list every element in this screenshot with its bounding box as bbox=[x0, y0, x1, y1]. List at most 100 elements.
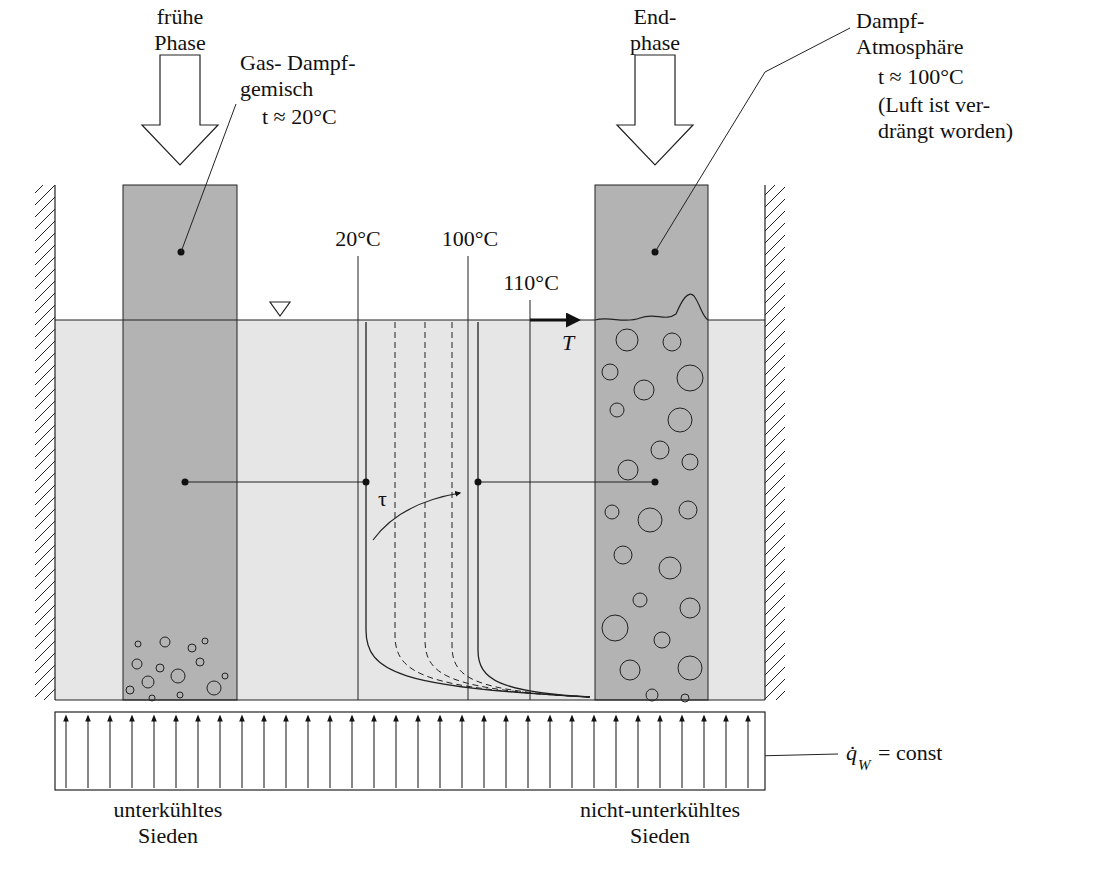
heat-flux-arrow bbox=[176, 718, 177, 788]
heat-flux-arrow bbox=[352, 718, 353, 788]
vapour-bubble bbox=[663, 333, 681, 351]
heat-flux-arrow bbox=[66, 718, 67, 788]
heat-flux-arrow bbox=[110, 718, 111, 788]
regime-label: nicht-unterkühltes Sieden bbox=[560, 797, 760, 849]
temperature-label: 110°C bbox=[486, 270, 576, 296]
heat-flux-arrow bbox=[616, 718, 617, 788]
vapour-bubble bbox=[677, 365, 703, 391]
wall-line bbox=[54, 185, 55, 700]
heat-flux-arrow bbox=[484, 718, 485, 788]
vapour-bubble bbox=[207, 681, 221, 695]
vapour-bubble bbox=[602, 615, 628, 641]
vapour-bubble bbox=[620, 660, 640, 680]
vapour-bubble bbox=[638, 508, 662, 532]
link-line bbox=[185, 481, 366, 482]
temperature-label: 20°C bbox=[318, 226, 398, 252]
phase-title: End- phase bbox=[619, 4, 691, 56]
temperature-profile bbox=[425, 322, 590, 697]
heat-flux-value: = const bbox=[878, 740, 978, 766]
vapour-bubble bbox=[605, 505, 619, 519]
vapour-bubble bbox=[681, 694, 689, 702]
note-text: (Luft ist ver- drängt worden) bbox=[878, 92, 1038, 144]
temperature-profile bbox=[395, 322, 590, 697]
temperature-axis-arrow bbox=[530, 319, 578, 322]
heat-flux-arrow bbox=[682, 718, 683, 788]
heat-flux-arrow bbox=[154, 718, 155, 788]
free-surface bbox=[708, 319, 765, 320]
dot bbox=[652, 479, 659, 486]
dot bbox=[363, 479, 370, 486]
early-phase-column bbox=[123, 185, 237, 700]
leader-line bbox=[181, 104, 236, 252]
vapour-bubble bbox=[616, 329, 638, 351]
temperature-label: 100°C bbox=[425, 226, 515, 252]
hollow-arrow bbox=[142, 55, 218, 165]
subscript: W bbox=[858, 756, 878, 774]
time-symbol: τ bbox=[378, 486, 408, 512]
temperature-line bbox=[358, 256, 359, 700]
vapour-bubble bbox=[659, 557, 681, 579]
temperature-note: t ≈ 100°C bbox=[878, 64, 998, 90]
vapour-bubble bbox=[188, 644, 196, 652]
heat-flux-arrow bbox=[704, 718, 705, 788]
heat-flux-arrow bbox=[88, 718, 89, 788]
vapour-bubble bbox=[654, 632, 670, 648]
temperature-profile bbox=[366, 322, 590, 697]
heat-flux-arrow bbox=[506, 718, 507, 788]
vapour-bubble bbox=[160, 637, 170, 647]
temperature-note: t ≈ 20°C bbox=[262, 104, 382, 130]
wall-hatching bbox=[765, 185, 785, 700]
vapour-bubble bbox=[679, 501, 697, 519]
heat-flux-arrow bbox=[242, 718, 243, 788]
vapour-bubble bbox=[680, 598, 700, 618]
phase-title: frühe Phase bbox=[135, 4, 225, 56]
wall-hatching bbox=[35, 185, 55, 700]
heat-flux-arrow bbox=[638, 718, 639, 788]
temperature-profile bbox=[452, 322, 590, 697]
heat-flux-arrow bbox=[132, 718, 133, 788]
heat-flux-arrow bbox=[396, 718, 397, 788]
vapour-bubble bbox=[202, 638, 208, 644]
vapour-bubble bbox=[171, 669, 185, 683]
vapour-bubble bbox=[177, 692, 183, 698]
free-surface bbox=[55, 319, 595, 320]
vapour-bubble bbox=[610, 403, 624, 417]
vapour-bubble bbox=[156, 664, 164, 672]
dot bbox=[182, 479, 189, 486]
vapour-bubble bbox=[633, 593, 647, 607]
axis-symbol: T bbox=[562, 330, 592, 356]
leader-line bbox=[655, 28, 850, 252]
end-phase-column bbox=[595, 185, 708, 700]
vapour-bubble bbox=[634, 380, 654, 400]
heat-flux-arrow bbox=[264, 718, 265, 788]
vapour-bubble bbox=[196, 658, 204, 666]
wall-line bbox=[764, 185, 765, 700]
heat-flux-arrow bbox=[572, 718, 573, 788]
wavy-surface bbox=[595, 294, 708, 320]
vapour-bubble bbox=[222, 673, 228, 679]
atmosphere-label: Dampf- Atmosphäre bbox=[856, 8, 986, 60]
vapour-bubble bbox=[126, 686, 134, 694]
heat-flux-arrow bbox=[418, 718, 419, 788]
vapour-bubble bbox=[682, 454, 698, 470]
heat-flux-arrow bbox=[308, 718, 309, 788]
vapour-bubbles bbox=[126, 329, 703, 702]
heat-flux-arrow bbox=[550, 718, 551, 788]
dot bbox=[475, 479, 482, 486]
heat-flux-arrow bbox=[286, 718, 287, 788]
vapour-bubble bbox=[651, 441, 669, 459]
vapour-bubble bbox=[678, 656, 702, 680]
heater-plate bbox=[55, 712, 765, 790]
vapour-bubble bbox=[668, 408, 692, 432]
link-line bbox=[478, 481, 655, 482]
heat-flux-arrow bbox=[726, 718, 727, 788]
vapour-bubble bbox=[132, 659, 142, 669]
water-level-symbol bbox=[270, 302, 290, 316]
heat-flux-arrow bbox=[594, 718, 595, 788]
vapour-bubble bbox=[602, 364, 618, 380]
heat-flux-arrow bbox=[330, 718, 331, 788]
heat-flux-arrows bbox=[66, 718, 748, 788]
heat-flux-arrow bbox=[660, 718, 661, 788]
hollow-arrow bbox=[617, 55, 693, 165]
